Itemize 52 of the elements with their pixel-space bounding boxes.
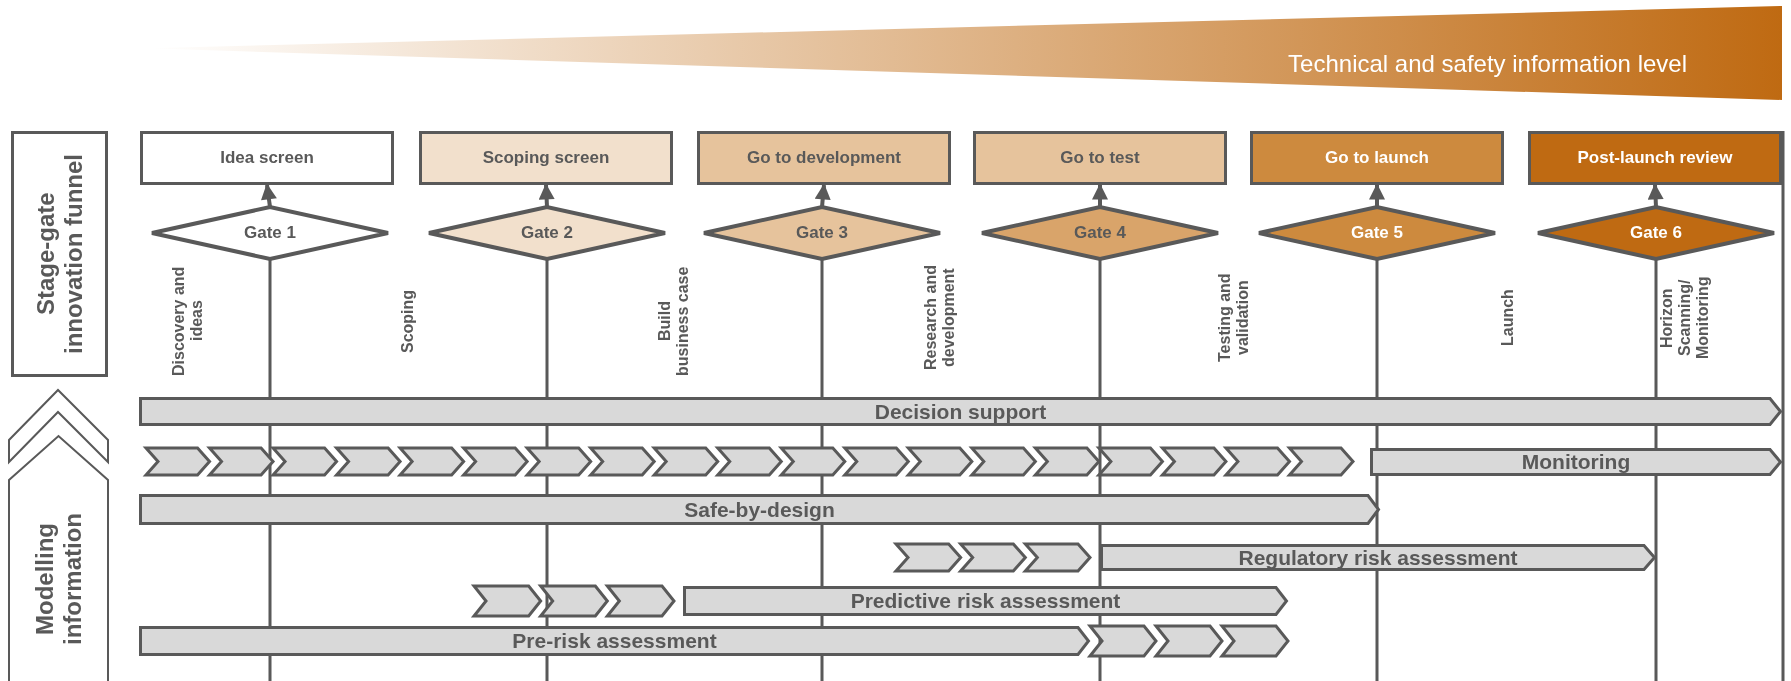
bar-label: Predictive risk assessment	[850, 589, 1121, 613]
arrow	[1092, 183, 1108, 207]
gate-label: Gate 4	[1074, 223, 1126, 243]
phase-label: Research and development	[922, 264, 958, 373]
stage-label: Go to development	[747, 148, 901, 168]
arrow-bar	[139, 494, 1380, 525]
arrow	[261, 183, 277, 208]
stage-box	[1528, 131, 1782, 185]
arrow	[538, 183, 555, 208]
stage-box	[419, 131, 673, 185]
gate-diamond	[427, 205, 667, 261]
gate-diamond	[980, 205, 1220, 261]
arrow-bar	[1370, 448, 1782, 476]
gate-label: Gate 2	[521, 223, 573, 243]
bar-label: Decision support	[874, 399, 1047, 424]
bar-label: Safe-by-design	[684, 497, 835, 522]
arrow-bar	[1100, 544, 1656, 571]
stage-label: Go to launch	[1325, 148, 1429, 168]
phase-label: Discovery and ideas	[170, 265, 206, 377]
section-title: Modelling information	[30, 511, 87, 647]
arrow-bar	[139, 397, 1782, 426]
gate-diamond	[1257, 205, 1497, 261]
section-box	[11, 131, 108, 377]
bar-label: Pre-risk assessment	[512, 629, 717, 653]
arrow-bar	[683, 586, 1288, 616]
arrow	[814, 183, 831, 208]
phase-label: Scoping	[399, 288, 417, 355]
gate-diamond	[1536, 205, 1776, 261]
stage-box	[973, 131, 1227, 185]
phase-label: Build business case	[656, 265, 692, 377]
bar-label: Monitoring	[1521, 450, 1631, 474]
stage-label: Idea screen	[220, 148, 314, 168]
gate-diamond	[702, 205, 942, 261]
arrow	[1647, 183, 1664, 208]
bar-label: Regulatory risk assessment	[1238, 545, 1518, 570]
stage-label: Scoping screen	[482, 148, 610, 168]
stage-box	[697, 131, 951, 185]
stage-label: Go to test	[1060, 148, 1140, 168]
gate-label: Gate 6	[1630, 223, 1682, 243]
phase-label: Horizon Scanning/ Monitoring	[1658, 275, 1712, 362]
arrow	[1369, 183, 1385, 207]
stage-box	[140, 131, 394, 185]
stage-label: Post-launch review	[1577, 148, 1733, 168]
gate-label: Gate 1	[244, 223, 296, 243]
phase-label: Launch	[1499, 288, 1517, 349]
gate-label: Gate 5	[1351, 223, 1403, 243]
stage-box	[1250, 131, 1504, 185]
gate-diamond	[150, 205, 390, 261]
phase-label: Testing and validation	[1216, 272, 1252, 365]
wedge-title: Technical and safety information level	[1288, 50, 1687, 78]
gate-label: Gate 3	[796, 223, 848, 243]
section-title: Stage-gate innovation funnel	[31, 153, 88, 356]
